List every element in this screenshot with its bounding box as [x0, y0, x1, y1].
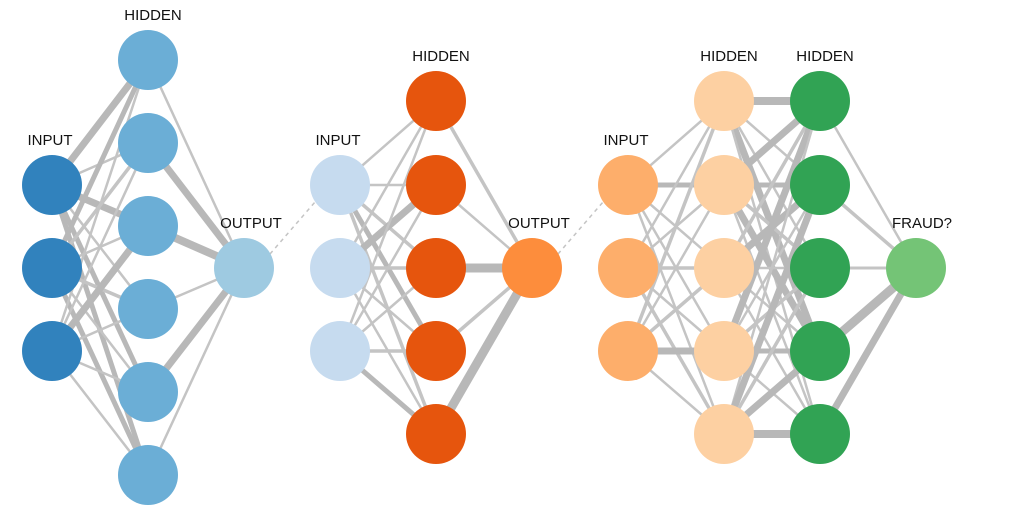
edge-net3-l0-2-1 [626, 184, 726, 352]
net3-output-label: FRAUD? [892, 215, 952, 232]
node-net1-layer2-0 [214, 238, 274, 298]
net3-hidden2-label: HIDDEN [796, 48, 854, 65]
node-net2-layer1-4 [406, 404, 466, 464]
node-net3-layer1-1 [694, 155, 754, 215]
node-net3-layer1-0 [694, 71, 754, 131]
edge-net2-l0-1-0 [338, 100, 438, 269]
node-net1-layer1-5 [118, 445, 178, 505]
net2-hidden-label: HIDDEN [412, 48, 470, 65]
node-layer [22, 30, 946, 505]
node-net3-layer1-2 [694, 238, 754, 298]
node-net3-layer2-0 [790, 71, 850, 131]
edge-net3-l2-4-0 [816, 266, 920, 436]
node-net3-layer1-4 [694, 404, 754, 464]
edge-net3-l1-2-0 [722, 100, 822, 269]
node-net1-layer1-4 [118, 362, 178, 422]
edge-net3-l0-2-0 [626, 100, 726, 352]
edge-net1-l0-2-1 [50, 142, 150, 352]
node-net3-layer2-1 [790, 155, 850, 215]
edge-net1-l1-5-0 [146, 267, 246, 476]
edge-layer [49, 57, 920, 477]
net2-input-label: INPUT [316, 132, 361, 149]
edge-net2-l1-0-0 [434, 100, 534, 269]
node-net1-layer0-0 [22, 155, 82, 215]
edge-net3-l1-3-0 [720, 99, 824, 353]
node-net3-layer0-1 [598, 238, 658, 298]
net1-input-label: INPUT [28, 132, 73, 149]
connector-net2-to-net3 [557, 201, 604, 255]
connector-net1-to-net2 [269, 201, 316, 255]
node-net3-layer2-3 [790, 321, 850, 381]
node-net1-layer0-2 [22, 321, 82, 381]
node-net1-layer1-3 [118, 279, 178, 339]
node-net3-layer3-0 [886, 238, 946, 298]
node-net3-layer2-4 [790, 404, 850, 464]
node-net2-layer1-3 [406, 321, 466, 381]
node-net2-layer2-0 [502, 238, 562, 298]
edge-net3-l2-0-0 [818, 100, 918, 269]
node-net1-layer1-2 [118, 196, 178, 256]
net1-output-label: OUTPUT [220, 215, 282, 232]
node-net2-layer0-1 [310, 238, 370, 298]
node-net1-layer1-0 [118, 30, 178, 90]
edge-net3-l1-4-0 [722, 100, 822, 435]
node-net2-layer1-0 [406, 71, 466, 131]
edge-net2-l1-4-0 [432, 265, 536, 437]
node-net3-layer1-3 [694, 321, 754, 381]
net3-hidden1-label: HIDDEN [700, 48, 758, 65]
net2-output-label: OUTPUT [508, 215, 570, 232]
edge-net2-l0-2-1 [338, 184, 438, 352]
node-net2-layer1-1 [406, 155, 466, 215]
node-net3-layer0-0 [598, 155, 658, 215]
node-net2-layer1-2 [406, 238, 466, 298]
edge-net1-l0-2-0 [50, 59, 150, 352]
net1-hidden-label: HIDDEN [124, 7, 182, 24]
node-net3-layer0-2 [598, 321, 658, 381]
node-net2-layer0-2 [310, 321, 370, 381]
node-net2-layer0-0 [310, 155, 370, 215]
edge-net2-l0-2-0 [338, 100, 438, 352]
edge-net1-l0-1-0 [49, 58, 151, 270]
node-net1-layer1-1 [118, 113, 178, 173]
node-net3-layer2-2 [790, 238, 850, 298]
edge-net1-l1-0-0 [146, 59, 246, 269]
edge-net3-l0-1-0 [626, 100, 726, 269]
edge-net3-l1-4-2 [722, 267, 822, 435]
net3-input-label: INPUT [604, 132, 649, 149]
edge-net3-l1-4-1 [720, 183, 824, 436]
node-net1-layer0-1 [22, 238, 82, 298]
